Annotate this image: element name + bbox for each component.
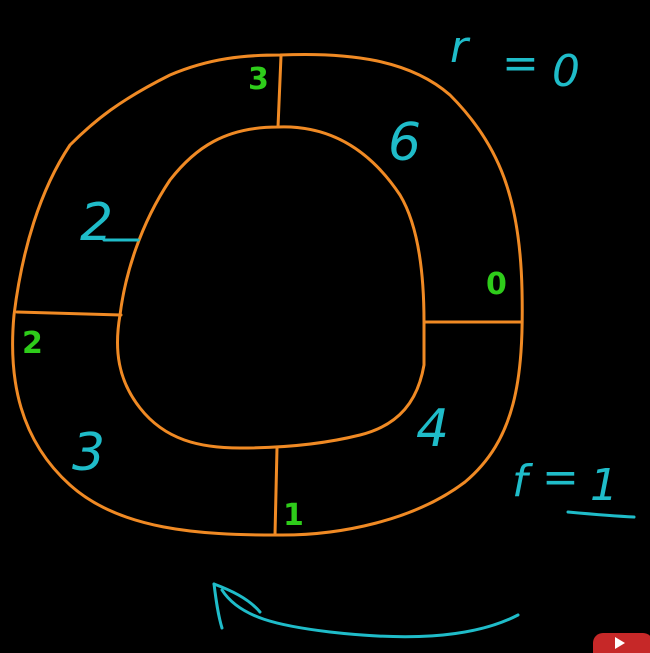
front-variable: f	[512, 456, 534, 507]
slot-value-bottom-left: 3	[72, 423, 105, 483]
slot-divider-top	[276, 54, 283, 129]
front-value-underline	[566, 510, 636, 519]
rear-variable: r	[450, 22, 471, 73]
rear-equals: =	[502, 38, 539, 89]
slot-value-top-left: 2	[80, 193, 113, 253]
front-value: 1	[590, 460, 618, 511]
ring-outer-boundary	[11, 52, 524, 537]
slot-index-right: 0	[486, 267, 507, 302]
slot-divider-bottom	[273, 446, 279, 537]
front-equals: =	[542, 452, 579, 503]
slot-value-top-right: 6	[388, 113, 421, 173]
slot-value-bottom-right: 4	[416, 399, 449, 459]
rear-value: 0	[552, 46, 580, 97]
slot-index-top: 3	[248, 62, 269, 97]
play-triangle-icon	[615, 637, 625, 649]
slot-divider-left	[15, 310, 123, 317]
slot-index-left: 2	[22, 326, 43, 361]
slot-index-bottom: 1	[283, 498, 304, 533]
youtube-play-icon[interactable]	[593, 633, 650, 653]
counterclockwise-arrow-icon	[212, 582, 520, 639]
ring-inner-boundary	[115, 125, 426, 450]
